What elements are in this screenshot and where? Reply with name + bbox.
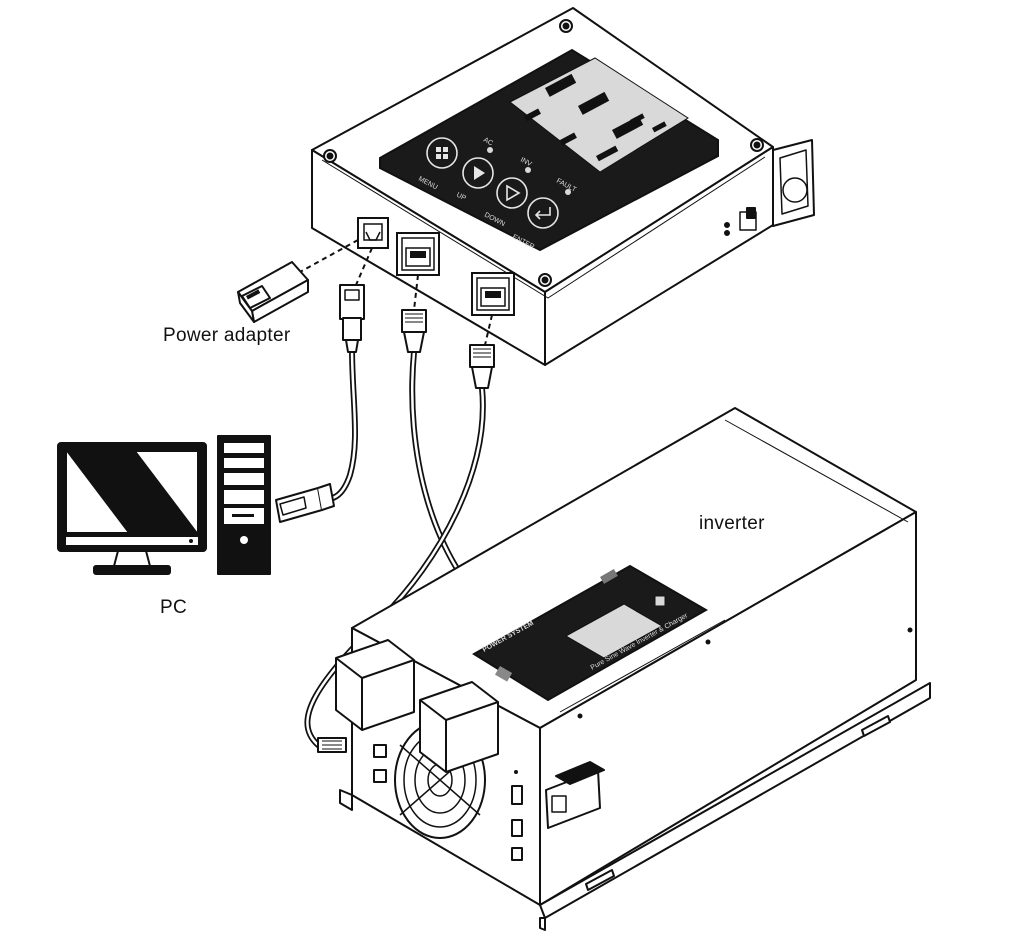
rj45-plug-inverter <box>317 737 347 753</box>
remote-display-panel: MENU UP DOWN ENTER AC INV FAULT <box>379 48 719 252</box>
inverter-status-led-block <box>495 666 513 682</box>
usb-female-opening <box>241 285 271 309</box>
usb-a-plug <box>275 483 335 523</box>
front-port-bottom[interactable] <box>373 769 387 783</box>
enter-button[interactable] <box>527 197 559 229</box>
triangle-outline-icon <box>506 184 521 202</box>
inverter-power-switch[interactable] <box>654 595 666 607</box>
up-button[interactable] <box>462 157 494 189</box>
ac-indicator-led <box>487 147 493 153</box>
remote-side-bracket <box>772 139 815 227</box>
side-port-2[interactable] <box>511 819 523 837</box>
db9-connector <box>545 761 605 829</box>
ac-indicator-label: AC <box>482 137 494 148</box>
rj45-port-1[interactable] <box>396 232 440 276</box>
play-triangle-icon <box>474 166 485 180</box>
inverter-label: inverter <box>699 513 765 534</box>
pc-label: PC <box>160 597 187 618</box>
side-port-3[interactable] <box>511 847 523 861</box>
inverter-logo-badge <box>600 568 618 584</box>
pc-computer <box>57 435 271 575</box>
up-button-caption: UP <box>455 192 467 203</box>
enter-arrow-icon <box>534 207 551 220</box>
power-adapter-label: Power adapter <box>163 325 291 346</box>
terminal-cover-right <box>419 681 499 773</box>
rj45-plug-2 <box>469 344 495 389</box>
terminal-cover-left <box>335 639 415 731</box>
inv-indicator-led <box>525 167 531 173</box>
inverter-lcd-screen <box>564 603 664 659</box>
inv-indicator-label: INV <box>519 157 533 169</box>
usb-b-port[interactable] <box>357 217 389 249</box>
monitor-icon <box>57 442 207 575</box>
down-button[interactable] <box>496 177 528 209</box>
front-port-top[interactable] <box>373 744 387 758</box>
inverter-display-panel: POWER SYSTEM Pure Sine Wave Inverter & C… <box>472 564 709 702</box>
remote-ports <box>357 217 515 316</box>
rj45-port-2[interactable] <box>471 272 515 316</box>
side-port-1[interactable] <box>511 785 523 805</box>
fault-indicator-led <box>565 189 571 195</box>
menu-button[interactable] <box>426 137 458 169</box>
mounting-rail <box>539 682 931 919</box>
connection-guides <box>299 239 493 346</box>
inverter-unit <box>317 407 931 931</box>
rj45-plugs <box>401 309 495 389</box>
inverter-side-face <box>539 511 917 906</box>
usb-cable <box>275 284 365 523</box>
rj45-plug-1 <box>401 309 427 353</box>
power-adapter <box>237 261 309 323</box>
pc-tower-icon <box>217 435 271 575</box>
